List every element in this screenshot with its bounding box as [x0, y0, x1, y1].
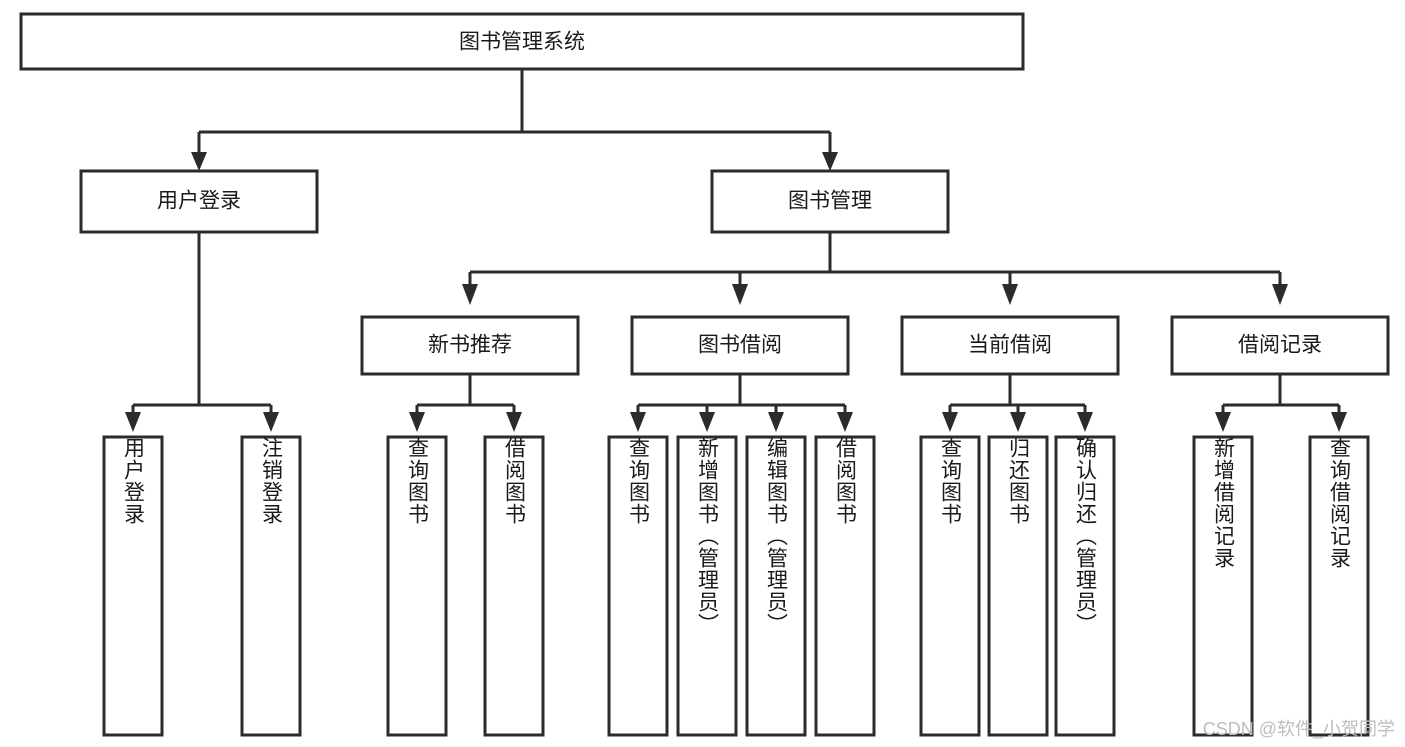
node-book-mgmt-label: 图书管理: [788, 190, 872, 213]
node-user-login-label: 用户登录: [157, 190, 241, 213]
arrow-icon-leaf-user-login: [125, 412, 141, 432]
connector-root-to-level2: [191, 69, 838, 171]
leaf-box-nb-query[interactable]: [386, 435, 448, 737]
connector-book-borrow-to-leaves: [630, 374, 853, 432]
connector-book-mgmt-to-level3: [462, 232, 1288, 305]
node-root[interactable]: 图书管理系统: [19, 12, 1025, 71]
arrow-icon-cb-leaf3: [1077, 412, 1093, 432]
leaf-box-cb-query[interactable]: [919, 435, 981, 737]
connector-user-login-to-leaves: [125, 232, 279, 432]
arrow-icon-bb-leaf1: [630, 412, 646, 432]
leaf-box-user-login[interactable]: [102, 435, 164, 737]
node-current-borrow-label: 当前借阅: [968, 334, 1052, 357]
leaf-box-logout[interactable]: [240, 435, 302, 737]
leaf-box-bb-borrow[interactable]: [814, 435, 876, 737]
arrow-icon-nb-leaf1: [409, 412, 425, 432]
arrow-icon-current-borrow: [1002, 284, 1018, 305]
node-book-borrow[interactable]: 图书借阅: [630, 315, 850, 376]
node-book-mgmt-box[interactable]: [710, 169, 950, 234]
leaf-box-br-query[interactable]: [1308, 435, 1370, 737]
node-borrow-record-label: 借阅记录: [1238, 334, 1322, 357]
node-user-login[interactable]: 用户登录: [79, 169, 319, 234]
arrow-icon-cb-leaf2: [1010, 412, 1026, 432]
connector-current-borrow-to-leaves: [942, 374, 1093, 432]
arrow-icon-bb-leaf3: [768, 412, 784, 432]
leaf-box-bb-add[interactable]: [676, 435, 738, 737]
arrow-icon-br-leaf2: [1331, 412, 1347, 432]
node-current-borrow[interactable]: 当前借阅: [900, 315, 1120, 376]
arrow-icon-nb-leaf2: [506, 412, 522, 432]
node-book-borrow-label: 图书借阅: [698, 334, 782, 357]
arrow-icon-book-borrow: [732, 284, 748, 305]
node-root-box[interactable]: [19, 12, 1025, 71]
arrow-icon-bb-leaf4: [837, 412, 853, 432]
node-root-label: 图书管理系统: [459, 31, 585, 54]
arrow-icon-bb-leaf2: [699, 412, 715, 432]
leaf-box-cb-confirm[interactable]: [1054, 435, 1116, 737]
arrow-icon-book-mgmt: [822, 152, 838, 171]
arrow-icon-cb-leaf1: [942, 412, 958, 432]
leaf-box-br-add[interactable]: [1192, 435, 1254, 737]
arrow-icon-br-leaf1: [1215, 412, 1231, 432]
node-current-borrow-box[interactable]: [900, 315, 1120, 376]
arrow-icon-new-book: [462, 284, 478, 305]
connector-borrow-record-to-leaves: [1215, 374, 1347, 432]
arrow-icon-borrow-record: [1272, 284, 1288, 305]
node-new-book[interactable]: 新书推荐: [360, 315, 580, 376]
node-book-mgmt[interactable]: 图书管理: [710, 169, 950, 234]
leaf-box-nb-borrow[interactable]: [483, 435, 545, 737]
arrow-icon-leaf-logout: [263, 412, 279, 432]
arrow-icon-user-login: [191, 152, 207, 171]
node-new-book-box[interactable]: [360, 315, 580, 376]
node-new-book-label: 新书推荐: [428, 334, 512, 357]
node-borrow-record[interactable]: 借阅记录: [1170, 315, 1390, 376]
leaf-box-bb-query[interactable]: [607, 435, 669, 737]
node-borrow-record-box[interactable]: [1170, 315, 1390, 376]
node-book-borrow-box[interactable]: [630, 315, 850, 376]
connector-new-book-to-leaves: [409, 374, 522, 432]
leaf-box-cb-return[interactable]: [987, 435, 1049, 737]
leaf-box-bb-edit[interactable]: [745, 435, 807, 737]
